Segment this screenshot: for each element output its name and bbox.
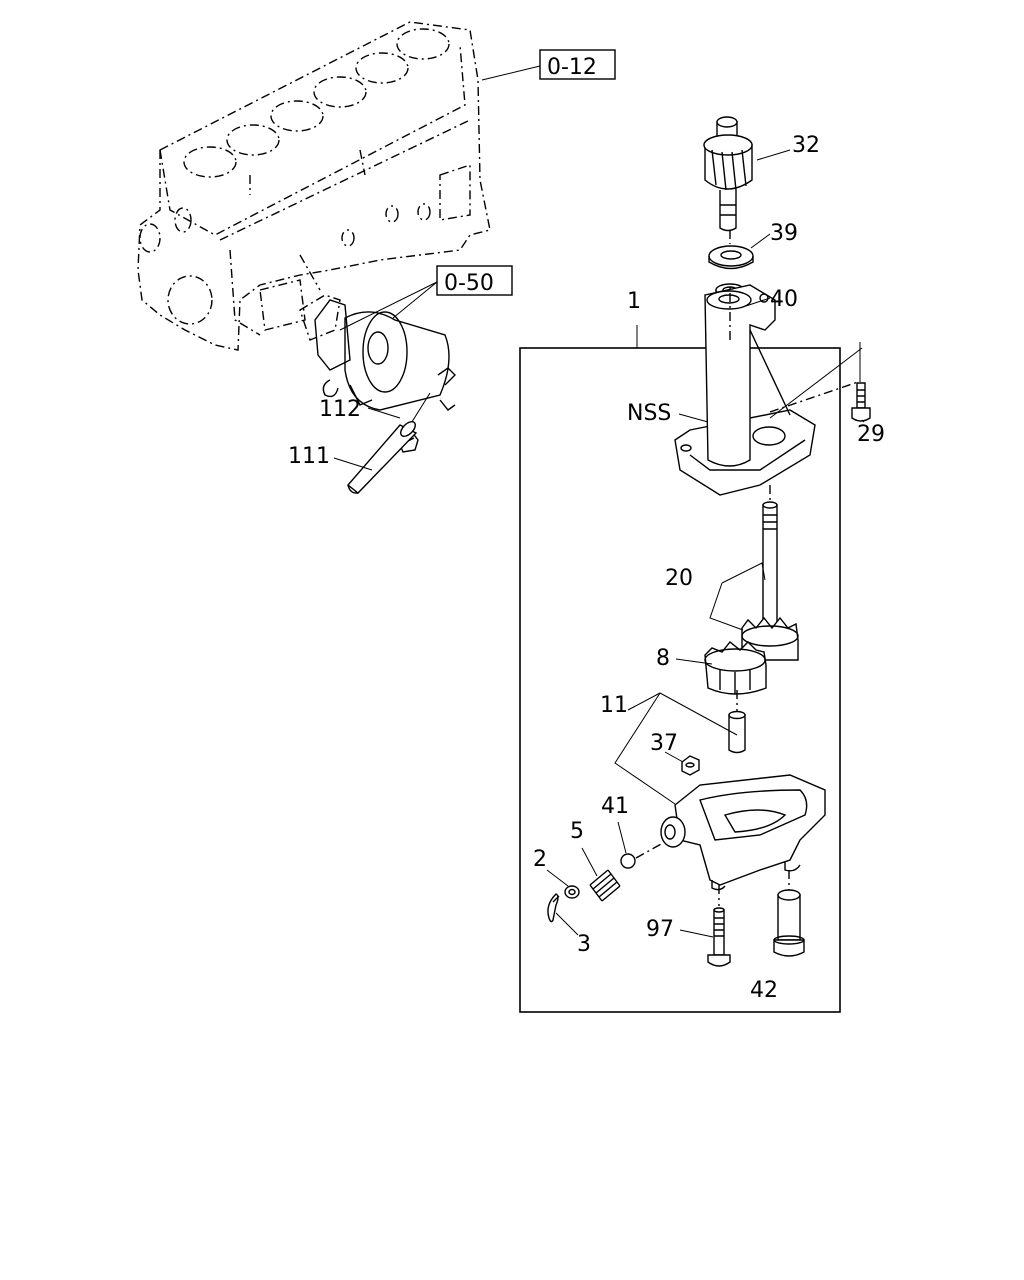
part-41-ball-drawing <box>620 853 636 869</box>
part-label-41: 41 <box>601 794 629 819</box>
part-3-cotter-pin-drawing <box>547 893 560 923</box>
part-32-drive-gear-drawing <box>703 116 753 232</box>
nss-pump-body-drawing <box>674 284 816 496</box>
part-label-5: 5 <box>570 819 584 844</box>
part-label-111: 111 <box>288 444 330 469</box>
leader-lines <box>333 65 865 938</box>
lower-pump-housing-drawing <box>660 774 826 891</box>
oil-filter-assembly-drawing <box>299 294 456 426</box>
part-label-97: 97 <box>646 917 674 942</box>
part-label-11: 11 <box>600 693 628 718</box>
part-label-2: 2 <box>533 847 547 872</box>
part-42-sleeve-drawing <box>773 889 805 957</box>
part-20-shaft-gear-drawing <box>741 501 799 661</box>
engine-block-drawing <box>137 21 491 351</box>
part-29-bolt-drawing <box>851 382 871 422</box>
ref-box-engine-block <box>539 49 616 80</box>
ref-box-oil-filter <box>436 265 513 296</box>
part-label-20: 20 <box>665 566 693 591</box>
part-2-washer-drawing <box>564 885 580 899</box>
part-label-nss: NSS <box>627 401 671 426</box>
part-label-32: 32 <box>792 133 820 158</box>
part-label-3: 3 <box>577 932 591 957</box>
kit-box-part-1 <box>519 347 841 1013</box>
part-label-112: 112 <box>319 397 361 422</box>
part-label-1: 1 <box>627 289 641 314</box>
part-97-bolt-drawing <box>707 907 731 967</box>
part-label-29: 29 <box>857 422 885 447</box>
ref-label-engine-block[interactable]: 0-12 <box>547 55 597 80</box>
part-label-42: 42 <box>750 978 778 1003</box>
part-39-washer-drawing <box>708 245 754 270</box>
part-label-40: 40 <box>770 287 798 312</box>
part-111-pipe-drawing <box>346 421 418 494</box>
part-37-nut-drawing <box>681 755 700 776</box>
ref-label-oil-filter[interactable]: 0-50 <box>444 271 494 296</box>
part-8-idler-gear-drawing <box>704 641 767 695</box>
part-5-spring-drawing <box>589 869 621 902</box>
part-label-37: 37 <box>650 731 678 756</box>
part-label-39: 39 <box>770 221 798 246</box>
part-label-8: 8 <box>656 646 670 671</box>
